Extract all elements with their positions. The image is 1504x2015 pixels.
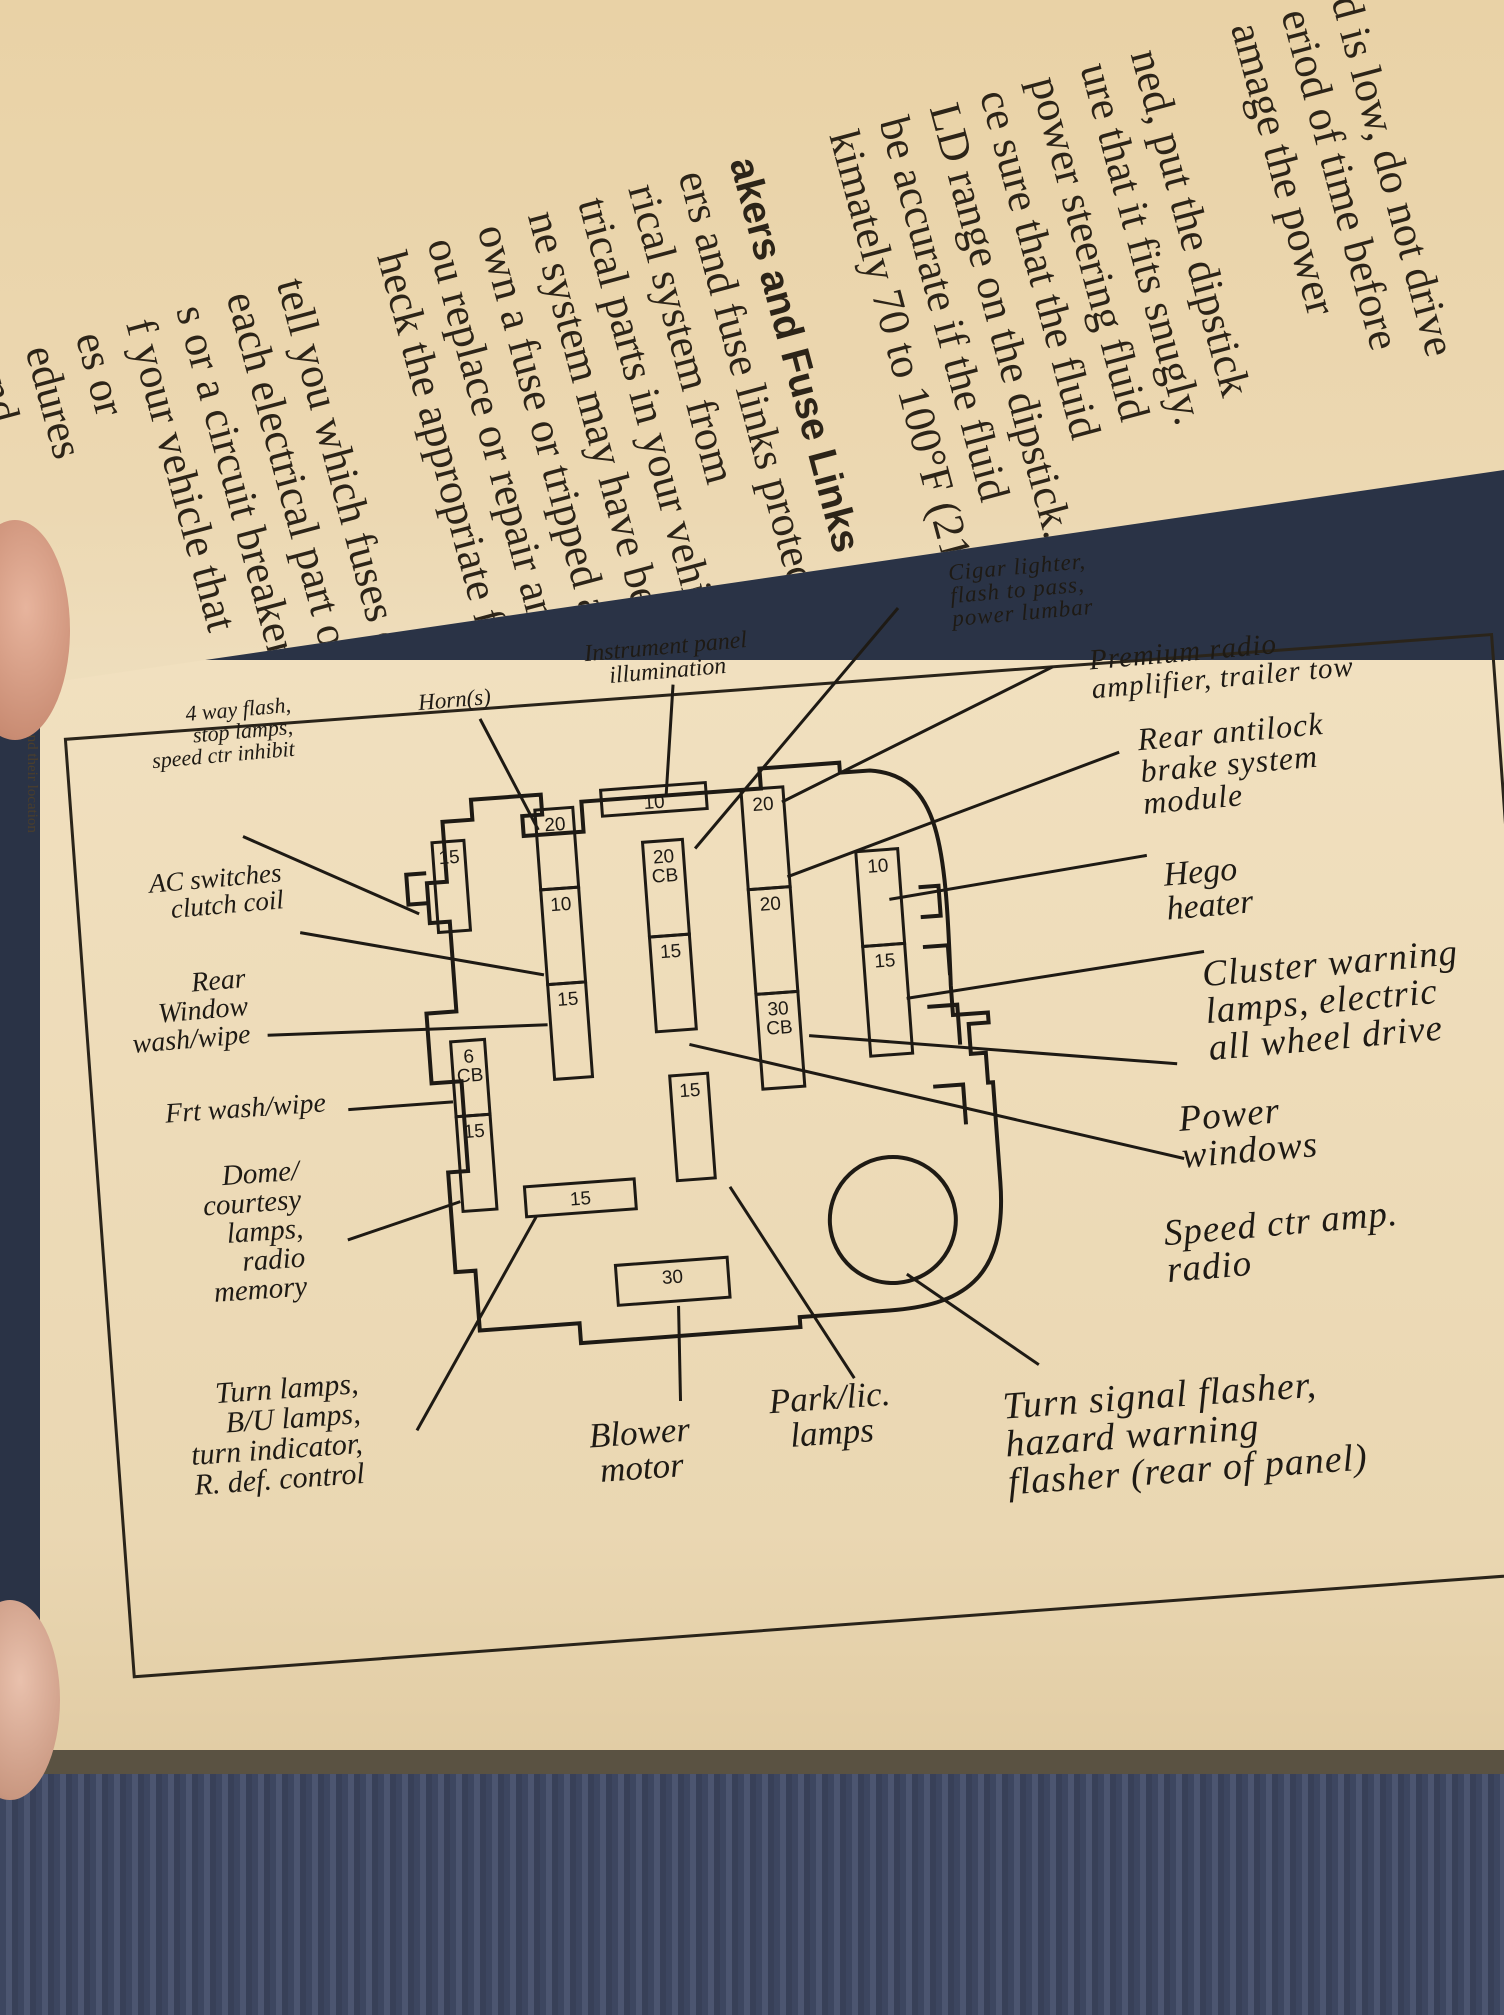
fuse-rating-park: 15	[679, 1080, 702, 1102]
leader-cigar	[693, 607, 900, 850]
fuse-slot-park	[668, 1071, 717, 1183]
fuse-rating-frtwash: CB	[456, 1065, 484, 1088]
label-four-way-flash: 4 way flash, stop lamps, speed ctr inhib…	[151, 691, 296, 774]
fuse-rating-horn: 20	[544, 814, 567, 836]
label-turn-signal-flasher: Turn signal flasher, hazard warning flas…	[1001, 1363, 1370, 1504]
fuse-rating-blower: 30	[661, 1267, 684, 1289]
fuse-rating-cigar: CB	[651, 865, 679, 888]
leader-horn	[478, 718, 540, 831]
leader-4way	[242, 835, 420, 916]
fuse-rating-rearwin: 15	[557, 988, 580, 1010]
fuse-rating-premium: 20	[752, 794, 775, 816]
label-park-lic: Park/lic. lamps	[767, 1373, 892, 1455]
fuse-slot-instr	[598, 780, 709, 818]
leader-rearwin	[267, 1023, 548, 1037]
fuse-rating-instr: 10	[643, 792, 666, 814]
leader-hego	[889, 853, 1148, 901]
label-turn-lamps: Turn lamps, B/U lamps, turn indicator, R…	[190, 1367, 366, 1502]
fuse-rating-ac: 10	[550, 894, 573, 916]
turn-signal-flasher-unit	[827, 1154, 958, 1285]
fuse-slot-blower	[613, 1255, 732, 1307]
fuse-slot-turn	[522, 1177, 638, 1219]
leader-speedamp	[689, 1042, 1185, 1160]
lower-page	[40, 660, 1504, 1750]
fuse-rating-cluster: 15	[874, 950, 897, 972]
leader-dome	[347, 1200, 461, 1242]
label-blower-motor: Blower motor	[587, 1409, 692, 1490]
fuse-slot-4way	[430, 838, 473, 935]
fuse-rating-4way: 15	[438, 847, 461, 869]
leader-premium	[781, 665, 1054, 804]
label-rear-window: Rear Window wash/wipe	[131, 963, 252, 1060]
leader-turn	[415, 1215, 538, 1432]
fuse-rating-cigar: 20	[652, 846, 675, 868]
fuse-rating-hego: 10	[867, 855, 890, 877]
panel-tabs	[918, 883, 969, 1125]
label-power-windows: Power windows	[1176, 1090, 1320, 1177]
label-dome-courtesy: Dome/ courtesy lamps, radio memory	[201, 1154, 309, 1309]
fuse-rating-frtwash: 6	[463, 1046, 475, 1068]
label-cluster-warning: Cluster warning lamps, electric all whee…	[1200, 932, 1460, 1069]
label-horns: Horn(s)	[417, 683, 492, 716]
fuse-rating-dome: 15	[463, 1121, 486, 1143]
leader-lines	[242, 607, 1205, 1432]
fuse-slot-dome	[454, 1112, 499, 1214]
leader-park	[728, 1186, 856, 1380]
leader-ac	[299, 931, 545, 977]
leader-antilock	[786, 750, 1120, 879]
label-hego: Hego heater	[1162, 850, 1255, 928]
fuse-slot-rearwin	[546, 980, 595, 1081]
fuse-rating-speedamp: 15	[659, 941, 682, 963]
fuse-rating-powerwin: CB	[766, 1017, 794, 1040]
diagram-frame	[63, 632, 1504, 1679]
fuse-rating-antilock: 20	[759, 893, 782, 915]
fuse-slot-speedamp	[647, 932, 698, 1034]
label-rear-antilock: Rear antilock brake system module	[1135, 705, 1325, 821]
panel-outline	[424, 760, 1004, 1346]
leader-instr	[664, 684, 675, 796]
label-cigar-lighter: Cigar lighter, flash to pass, power lumb…	[947, 548, 1095, 632]
fuse-slot-powerwin	[754, 989, 807, 1091]
leader-flasher	[905, 1272, 1040, 1366]
label-ac-switches: AC switches clutch coil	[147, 857, 285, 924]
fuse-rating-turn: 15	[569, 1188, 592, 1210]
panel-notch	[404, 871, 429, 907]
fuse-rating-powerwin: 30	[767, 998, 790, 1020]
fabric-surface	[0, 1760, 1504, 2015]
leader-powerwin	[808, 1034, 1178, 1066]
leader-frtwash	[348, 1100, 454, 1112]
leader-blower	[677, 1305, 683, 1402]
leader-cluster	[906, 950, 1205, 1000]
